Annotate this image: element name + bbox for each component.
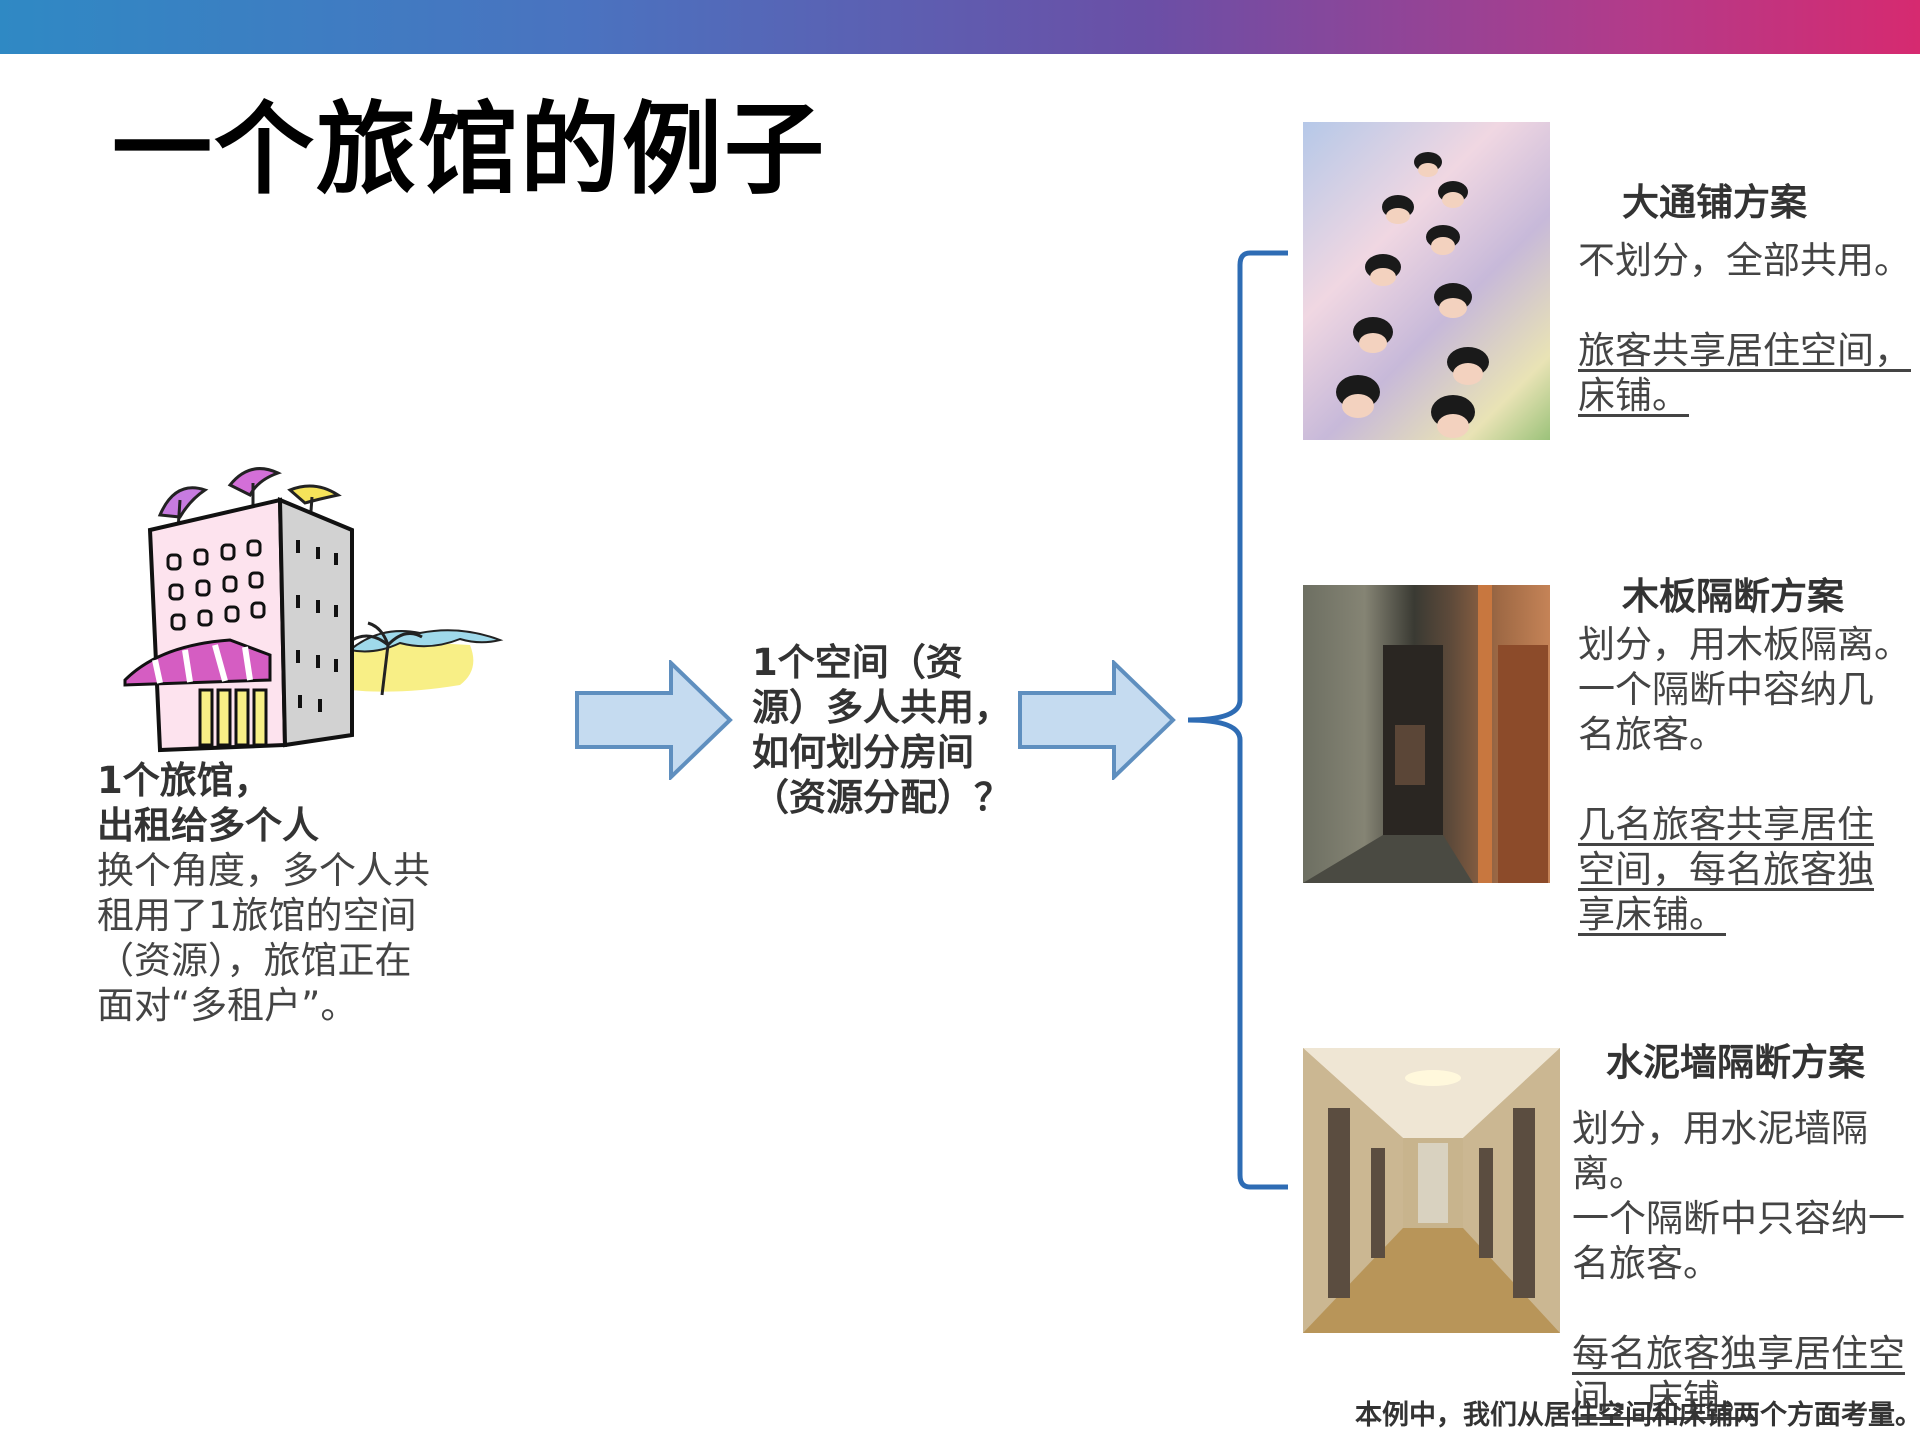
option-3-desc-3: 名旅客。 bbox=[1572, 1242, 1720, 1285]
middle-line-4: （资源分配）？ bbox=[752, 776, 1011, 819]
left-desc-3: （资源），旅馆正在 bbox=[97, 939, 412, 982]
option-3-text: 划分，用水泥墙隔离。 一个隔断中只容纳一 名旅客。 每名旅客独享居住空 间，床铺… bbox=[1572, 1106, 1918, 1421]
left-desc-2: 租用了1旅馆的空间 bbox=[97, 894, 417, 937]
option-1-heading: 大通铺方案 bbox=[1622, 181, 1807, 224]
middle-line-1: 1个空间（资 bbox=[752, 641, 963, 684]
option-2-desc-2: 一个隔断中容纳几 bbox=[1578, 668, 1874, 711]
option-1-desc-1: 不划分，全部共用。 bbox=[1578, 239, 1911, 282]
footer-note: 本例中，我们从居住空间和床铺两个方面考量。 bbox=[1355, 1400, 1920, 1431]
option-3-detail-2: 间，床铺。 bbox=[1572, 1377, 1757, 1420]
hotel-illustration bbox=[123, 467, 504, 753]
middle-text: 1个空间（资 源）多人共用， 如何划分房间 （资源分配）？ bbox=[752, 640, 1012, 820]
option-2-detail-1: 几名旅客共享居住 bbox=[1578, 803, 1874, 846]
left-desc-4: 面对“多租户”。 bbox=[97, 984, 358, 1027]
option-3-desc-2: 一个隔断中只容纳一 bbox=[1572, 1197, 1905, 1240]
option-1-text: 不划分，全部共用。 旅客共享居住空间， 床铺。 bbox=[1578, 238, 1918, 418]
option-1-detail-1: 旅客共享居住空间， bbox=[1578, 329, 1911, 372]
slide-title: 一个旅馆的例子 bbox=[112, 91, 826, 208]
curly-brace bbox=[1187, 250, 1288, 1190]
left-line-1: 1个旅馆， bbox=[97, 759, 271, 802]
option-2-heading: 木板隔断方案 bbox=[1622, 575, 1844, 618]
option-3-detail-1: 每名旅客独享居住空 bbox=[1572, 1332, 1905, 1375]
left-desc-1: 换个角度，多个人共 bbox=[97, 849, 430, 892]
option-2-detail-2: 空间，每名旅客独 bbox=[1578, 848, 1874, 891]
option-1-detail-2: 床铺。 bbox=[1578, 374, 1689, 417]
option-2-detail-3: 享床铺。 bbox=[1578, 893, 1726, 936]
photo-wood-partition bbox=[1303, 585, 1550, 883]
middle-line-2: 源）多人共用， bbox=[752, 686, 1011, 729]
right-arrow-icon bbox=[1018, 660, 1176, 780]
left-text: 1个旅馆， 出租给多个人 换个角度，多个人共 租用了1旅馆的空间 （资源），旅馆… bbox=[97, 758, 497, 1028]
option-2-desc-3: 名旅客。 bbox=[1578, 713, 1726, 756]
middle-line-3: 如何划分房间 bbox=[752, 731, 974, 774]
option-2-desc-1: 划分，用木板隔离。 bbox=[1578, 623, 1911, 666]
left-line-2: 出租给多个人 bbox=[97, 804, 319, 847]
photo-concrete-partition bbox=[1303, 1048, 1560, 1333]
option-3-desc-1: 划分，用水泥墙隔离。 bbox=[1572, 1107, 1868, 1195]
right-arrow-icon bbox=[575, 660, 733, 780]
option-2-text: 划分，用木板隔离。 一个隔断中容纳几 名旅客。 几名旅客共享居住 空间，每名旅客… bbox=[1578, 622, 1918, 937]
option-3-heading: 水泥墙隔断方案 bbox=[1606, 1041, 1865, 1084]
photo-shared-bed bbox=[1303, 122, 1550, 440]
top-gradient-bar bbox=[0, 0, 1920, 54]
